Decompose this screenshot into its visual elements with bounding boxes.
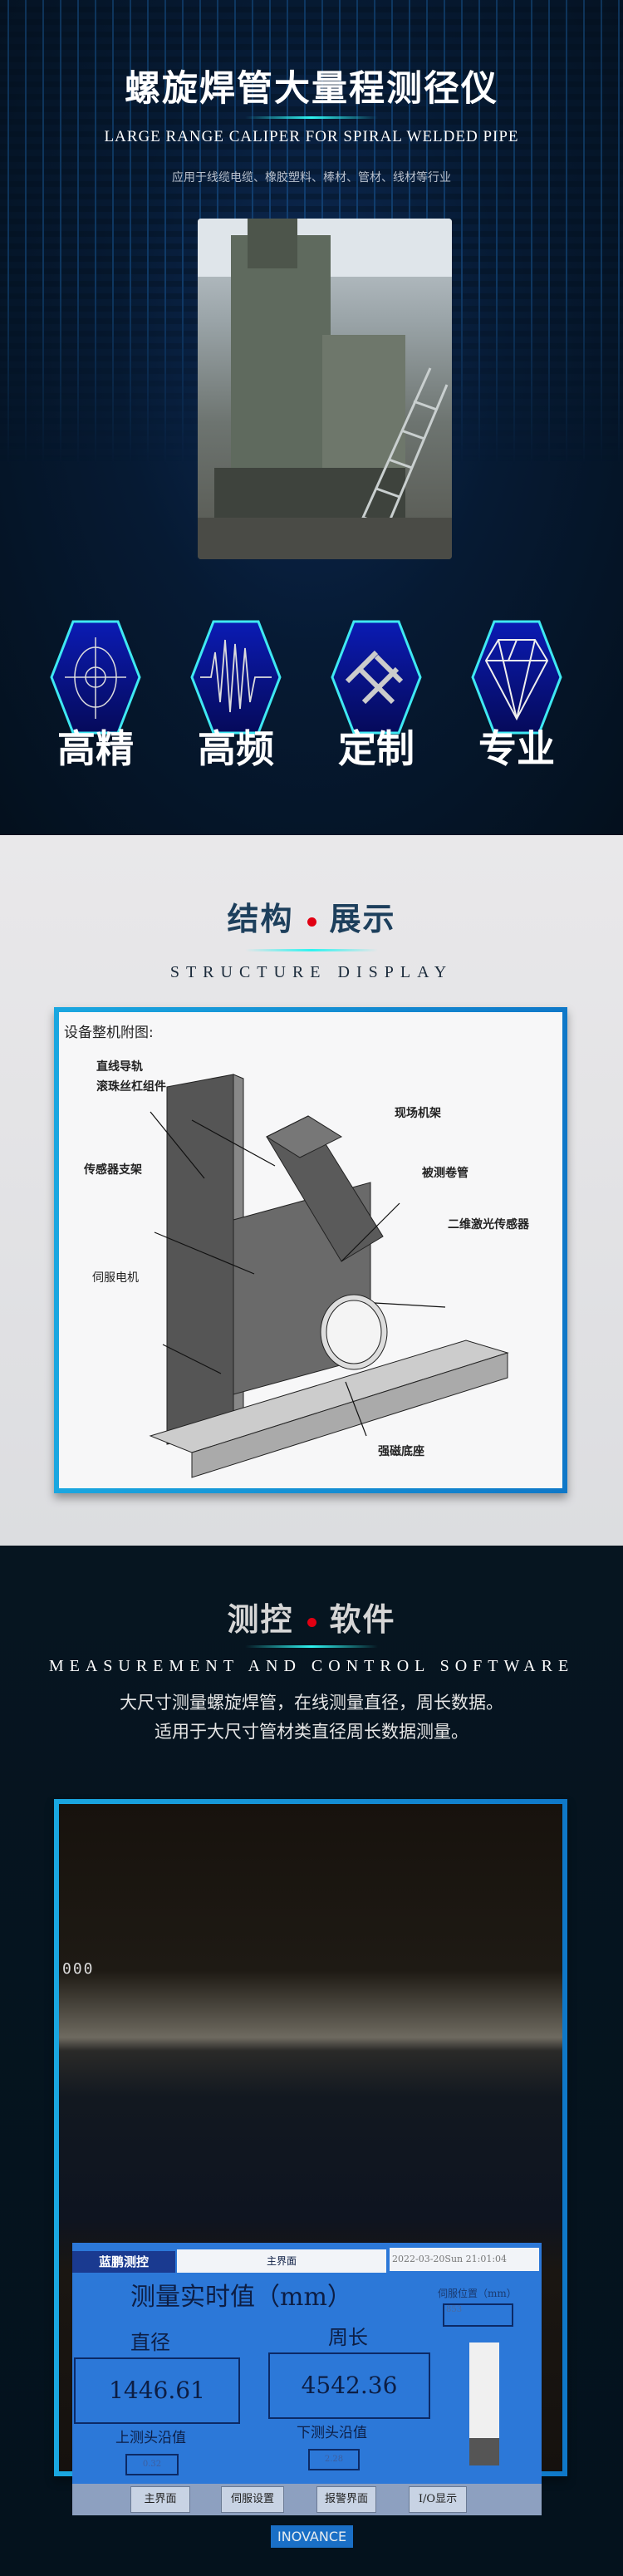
hmi-screen-name: 主界面: [177, 2249, 386, 2273]
alarm-screen-button[interactable]: 报警界面: [316, 2486, 376, 2513]
structure-diagram: 设备整机附图:: [59, 1012, 562, 1488]
brand-logo: INOVANCE: [271, 2525, 354, 2548]
red-dot: [307, 917, 316, 927]
feature-label: 专业: [478, 726, 555, 771]
title-divider: [245, 1645, 378, 1648]
servo-label: 伺服位置（mm）: [438, 2288, 517, 2299]
servo-value: 853: [443, 2303, 513, 2327]
hero-section: 螺旋焊管大量程测径仪 LARGE RANGE CALIPER FOR SPIRA…: [0, 0, 623, 835]
section-subtitle-en: STRUCTURE DISPLAY: [169, 963, 454, 981]
lower-probe-label: 下测头沿值: [297, 2425, 367, 2441]
software-section: 测控软件 MEASUREMENT AND CONTROL SOFTWARE 大尺…: [0, 1546, 623, 2576]
lower-probe-value: 2.28: [308, 2449, 360, 2470]
hmi-heading: 测量实时值（mm）: [130, 2283, 352, 2312]
product-title: 螺旋焊管大量程测径仪: [125, 68, 498, 110]
feature-label: 高精: [57, 726, 134, 771]
industries-text: 应用于线缆电缆、橡胶塑料、棒材、管材、线材等行业: [172, 171, 451, 184]
hmi-logo: 蓝鹏测控: [72, 2251, 175, 2273]
feature-label: 高频: [198, 726, 274, 771]
waveform-icon: [190, 619, 282, 735]
hmi-datetime: 2022-03-20Sun 21:01:04: [390, 2248, 539, 2271]
perimeter-label: 周长: [328, 2326, 368, 2349]
main-screen-button[interactable]: 主界面: [130, 2486, 190, 2513]
section-title: 结构展示: [227, 900, 396, 937]
bezel-text: 000: [62, 1960, 95, 1978]
title-divider: [245, 116, 378, 119]
section-subtitle-en: MEASUREMENT AND CONTROL SOFTWARE: [48, 1657, 575, 1675]
diameter-value: 1446.61: [74, 2357, 240, 2424]
structure-diagram-frame: 设备整机附图:: [54, 1007, 567, 1493]
diagram-heading: 设备整机附图:: [64, 1025, 154, 1041]
tools-icon: [331, 619, 422, 735]
diameter-label: 直径: [130, 2331, 170, 2354]
section-title: 测控软件: [227, 1600, 396, 1638]
crosshair-icon: [50, 619, 141, 735]
upper-probe-label: 上测头沿值: [115, 2430, 186, 2446]
machine-photo: [198, 219, 452, 559]
io-display-button[interactable]: I/O显示: [409, 2486, 467, 2513]
perimeter-value: 4542.36: [268, 2352, 430, 2419]
upper-probe-value: 0.32: [125, 2454, 179, 2475]
description-line: 大尺寸测量螺旋焊管，在线测量直径，周长数据。: [120, 1693, 503, 1713]
red-dot: [307, 1618, 316, 1627]
diamond-icon: [471, 619, 562, 735]
feature-label: 定制: [338, 726, 415, 771]
hmi-screen: 蓝鹏测控 主界面 2022-03-20Sun 21:01:04 测量实时值（mm…: [72, 2243, 542, 2484]
servo-settings-button[interactable]: 伺服设置: [221, 2486, 284, 2513]
hmi-photo: 000 蓝鹏测控 主界面 2022-03-20Sun 21:01:04 测量实时…: [59, 1804, 562, 2548]
hmi-photo-frame: 000 蓝鹏测控 主界面 2022-03-20Sun 21:01:04 测量实时…: [54, 1799, 567, 2548]
structure-section: 结构展示 STRUCTURE DISPLAY 设备整机附图:: [0, 835, 623, 1546]
description-line: 适用于大尺寸管材类直径周长数据测量。: [155, 1722, 468, 1742]
product-subtitle-en: LARGE RANGE CALIPER FOR SPIRAL WELDED PI…: [104, 128, 519, 145]
servo-level-bar: [469, 2342, 499, 2465]
title-divider: [245, 949, 378, 951]
